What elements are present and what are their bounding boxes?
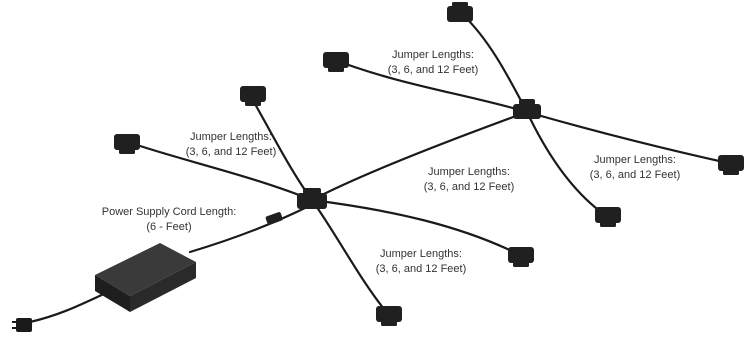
label-power-supply-detail: (6 - Feet) xyxy=(146,221,192,233)
cable-to-left-connector xyxy=(126,140,314,202)
label-jumper-middle-title: Jumper Lengths: xyxy=(428,166,510,178)
power-adapter xyxy=(95,243,196,312)
cable-to-bottom-right-connector xyxy=(310,198,522,257)
label-jumper-right-detail: (3, 6, and 12 Feet) xyxy=(589,169,681,181)
connector-far-right xyxy=(718,155,744,175)
label-power-supply-title: Power Supply Cord Length: xyxy=(101,206,237,218)
wall-plug-icon xyxy=(12,318,32,332)
label-jumper-bottom-detail: (3, 6, and 12 Feet) xyxy=(375,263,467,275)
connector-bottom-right xyxy=(508,247,534,267)
cable-to-upper-left-connector xyxy=(333,58,529,114)
label-jumper-bottom: Jumper Lengths: (3, 6, and 12 Feet) xyxy=(356,247,486,277)
end-connectors xyxy=(114,2,744,326)
cable-power-plug xyxy=(28,290,110,324)
connector-top xyxy=(447,2,473,22)
hub-right xyxy=(513,99,541,119)
label-power-supply: Power Supply Cord Length: (6 - Feet) xyxy=(84,205,254,235)
connector-upper-left xyxy=(323,52,349,72)
label-jumper-top: Jumper Lengths: (3, 6, and 12 Feet) xyxy=(373,48,493,78)
label-jumper-middle: Jumper Lengths: (3, 6, and 12 Feet) xyxy=(404,165,534,195)
hub-left xyxy=(297,188,327,209)
label-jumper-right: Jumper Lengths: (3, 6, and 12 Feet) xyxy=(570,153,700,183)
label-jumper-right-title: Jumper Lengths: xyxy=(594,154,676,166)
cable-to-right-lower-connector xyxy=(525,110,607,217)
label-jumper-top-title: Jumper Lengths: xyxy=(392,49,474,61)
cable-to-bottom-connector xyxy=(310,198,390,316)
cable-to-far-right-connector xyxy=(525,110,730,165)
connector-left-upper xyxy=(240,86,266,106)
label-jumper-left-title: Jumper Lengths: xyxy=(190,131,272,143)
label-jumper-left: Jumper Lengths: (3, 6, and 12 Feet) xyxy=(166,130,296,160)
connector-bottom xyxy=(376,306,402,326)
label-jumper-bottom-title: Jumper Lengths: xyxy=(380,248,462,260)
cable-hub-to-hub xyxy=(310,110,529,202)
connector-right-lower xyxy=(595,207,621,227)
label-jumper-middle-detail: (3, 6, and 12 Feet) xyxy=(423,181,515,193)
cable-to-power-adapter xyxy=(188,206,307,254)
label-jumper-top-detail: (3, 6, and 12 Feet) xyxy=(387,64,479,76)
connector-left xyxy=(114,134,140,154)
power-cord-connector xyxy=(265,212,283,225)
label-jumper-left-detail: (3, 6, and 12 Feet) xyxy=(185,146,277,158)
